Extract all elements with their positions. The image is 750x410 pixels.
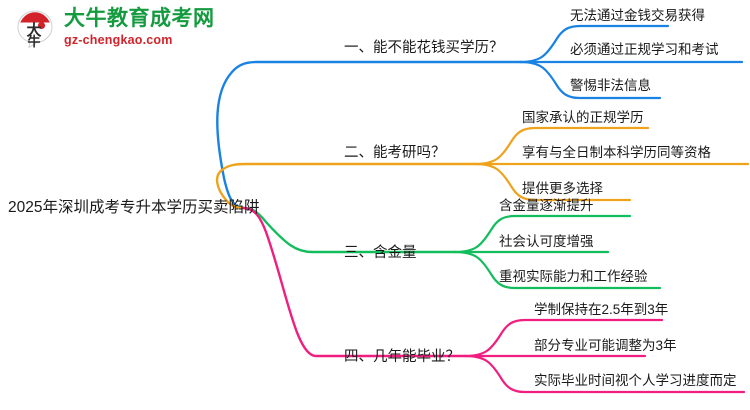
logo-name-en: gz-chengkao.com xyxy=(64,33,173,47)
site-logo: 大 牛 大牛教育成考网 gz-chengkao.com xyxy=(14,6,224,52)
logo-name-cn: 大牛教育成考网 xyxy=(64,7,215,30)
bull-logo-icon: 大 牛 xyxy=(17,10,53,49)
leaf-label-1-1: 无法通过金钱交易获得 xyxy=(570,8,705,23)
branch-wire-2 xyxy=(215,126,750,210)
leaf-label-2-3: 提供更多选择 xyxy=(522,181,603,196)
branch-label-1: 一、能不能花钱买学历？ xyxy=(344,40,504,56)
branch-wire-4 xyxy=(241,206,746,394)
leaf-label-3-3: 重视实际能力和工作经验 xyxy=(499,269,648,284)
leaf-label-4-2: 部分专业可能调整为3年 xyxy=(534,338,677,353)
mindmap-root-label: 2025年深圳成考专升本学历买卖陷阱 xyxy=(8,199,260,216)
leaf-label-4-1: 学制保持在2.5年到3年 xyxy=(534,302,669,317)
svg-text:牛: 牛 xyxy=(27,34,40,49)
branch-label-4: 四、几年能毕业？ xyxy=(344,349,460,365)
branch-label-3: 三、含金量 xyxy=(344,245,417,261)
leaf-label-1-2: 必须通过正规学习和考试 xyxy=(570,42,719,57)
leaf-label-1-3: 警惕非法信息 xyxy=(570,78,651,93)
logo-wordmark: 大牛教育成考网 gz-chengkao.com xyxy=(64,6,224,48)
branch-label-2: 二、能考研吗？ xyxy=(344,145,446,161)
leaf-label-2-1: 国家承认的正规学历 xyxy=(522,110,644,125)
leaf-label-3-2: 社会认可度增强 xyxy=(499,234,594,249)
svg-text:大: 大 xyxy=(26,21,41,39)
leaf-label-2-2: 享有与全日制本科学历同等资格 xyxy=(522,145,711,160)
leaf-label-3-1: 含金量逐渐提升 xyxy=(499,198,594,213)
leaf-label-4-3: 实际毕业时间视个人学习进度而定 xyxy=(534,373,737,388)
